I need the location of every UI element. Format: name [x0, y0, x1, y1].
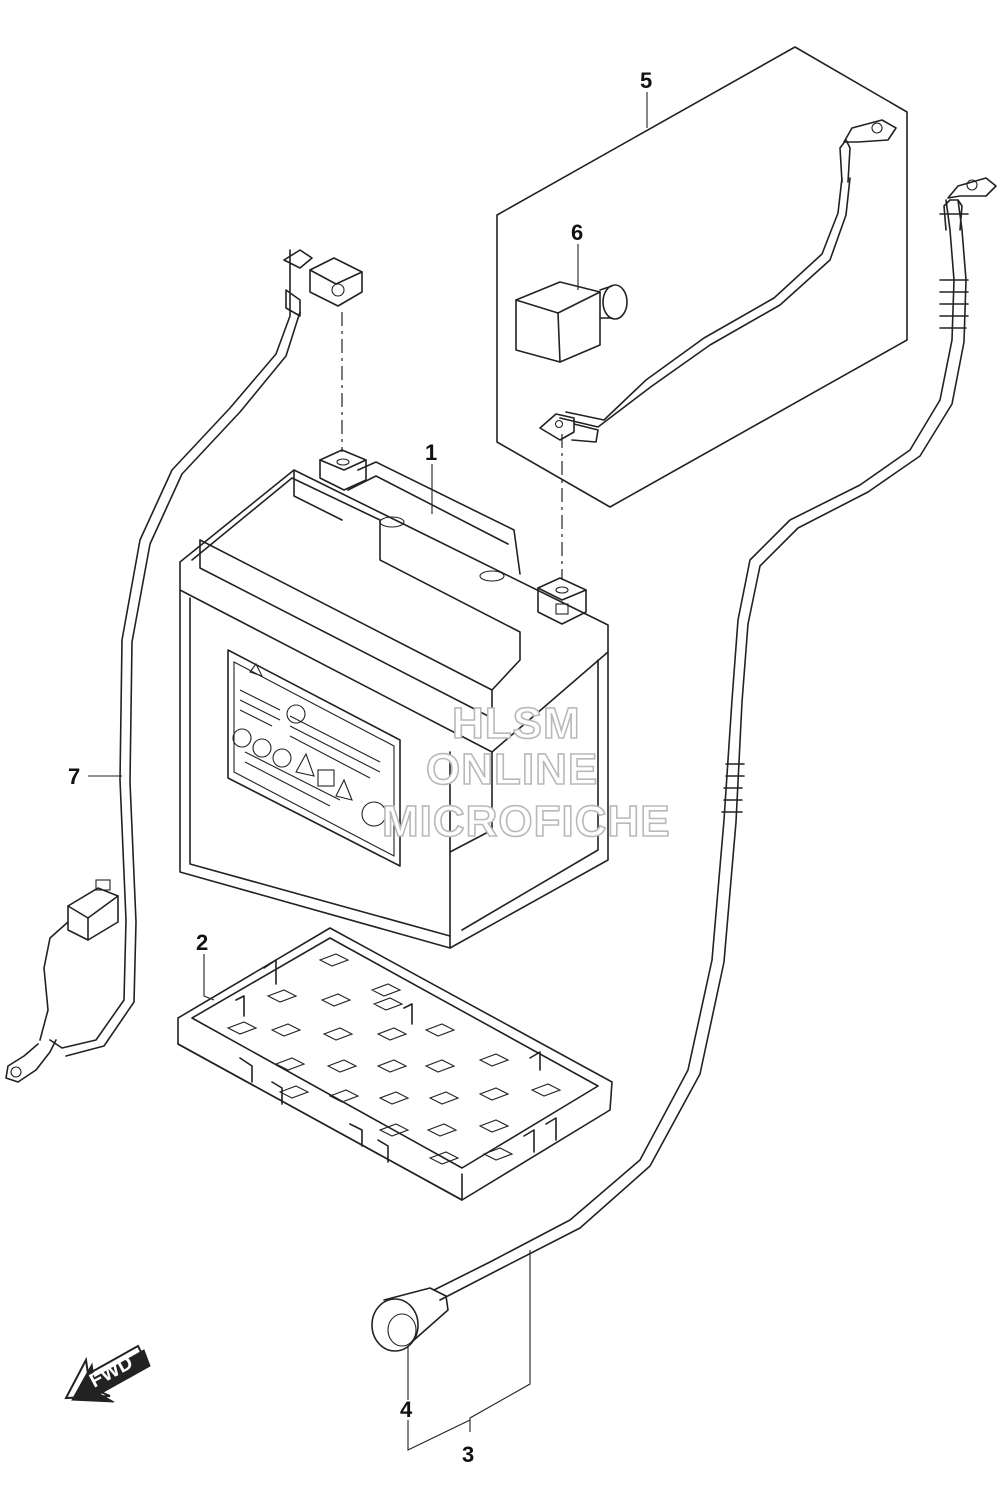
callout-2: 2: [196, 930, 208, 955]
callout-7: 7: [68, 764, 80, 789]
terminal-cap-part-6[interactable]: [515, 281, 628, 363]
watermark-line-1: HLSM: [452, 699, 581, 748]
kit-panel-part-5: [496, 46, 908, 508]
watermark-line-2: ONLINE: [426, 745, 598, 794]
battery-warning-label: [227, 649, 401, 867]
callout-1: 1: [425, 440, 437, 465]
harness-part-7[interactable]: [5, 249, 363, 1083]
callout-6: 6: [571, 220, 583, 245]
battery-part-1[interactable]: [179, 449, 609, 949]
battery-tray-part-2[interactable]: [177, 927, 613, 1201]
cable-part-3[interactable]: [371, 177, 997, 1352]
kit-cable-part-5: [539, 119, 897, 443]
callout-leaders: [88, 92, 648, 1451]
callout-4: 4: [400, 1397, 413, 1422]
watermark: HLSM ONLINE MICROFICHE: [381, 698, 671, 847]
callout-3: 3: [462, 1442, 474, 1467]
fwd-arrow-icon: FWD: [64, 1344, 151, 1403]
callout-5: 5: [640, 68, 652, 93]
watermark-line-3: MICROFICHE: [382, 797, 671, 846]
boot-part-4[interactable]: [371, 1287, 449, 1352]
tray-grid: [226, 953, 562, 1165]
